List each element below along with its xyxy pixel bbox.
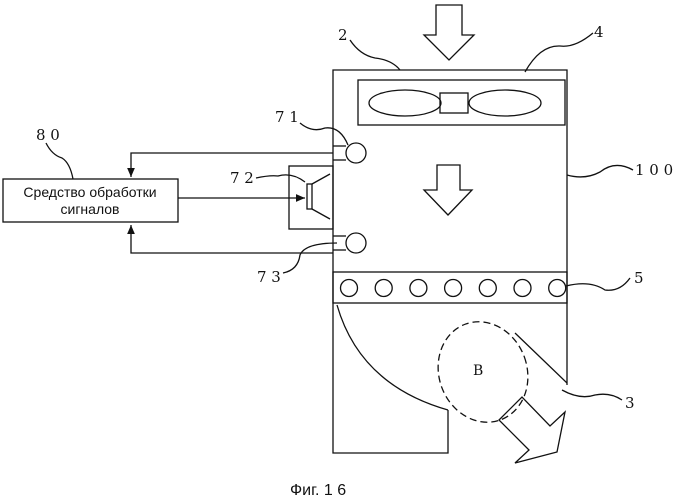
airflow-arrow: [424, 165, 472, 215]
label-4: 4: [594, 23, 604, 41]
label-5: 5: [634, 269, 644, 287]
label-73: 7 3: [257, 268, 281, 286]
outlet-guide: [515, 333, 567, 383]
figure-caption: Фиг. 1 6: [290, 482, 346, 499]
processor-line1: Средство обработки: [23, 184, 156, 200]
heat-exchanger: [333, 272, 567, 303]
scroll-curve: [337, 305, 448, 410]
processor-line2: сигналов: [61, 201, 120, 217]
label-80: 8 0: [36, 126, 60, 144]
heat-exchanger-tube: [341, 280, 358, 297]
fan: [358, 80, 565, 125]
region-b-label: B: [473, 363, 483, 379]
heat-exchanger-tube: [375, 280, 392, 297]
label-2: 2: [338, 26, 348, 44]
inflow-arrow: [424, 5, 474, 60]
sensor-73: [346, 233, 366, 253]
heat-exchanger-tube: [410, 280, 427, 297]
heat-exchanger-tube: [514, 280, 531, 297]
housing: [333, 70, 567, 453]
heat-exchanger-tube: [549, 280, 566, 297]
label-3: 3: [625, 394, 635, 412]
label-72: 7 2: [230, 169, 254, 187]
label-100: 1 0 0: [635, 161, 673, 179]
label-71: 7 1: [275, 108, 299, 126]
heat-exchanger-tube: [445, 280, 462, 297]
sensor-71: [346, 143, 366, 163]
heat-exchanger-tube: [479, 280, 496, 297]
outflow-arrow: [499, 397, 565, 463]
